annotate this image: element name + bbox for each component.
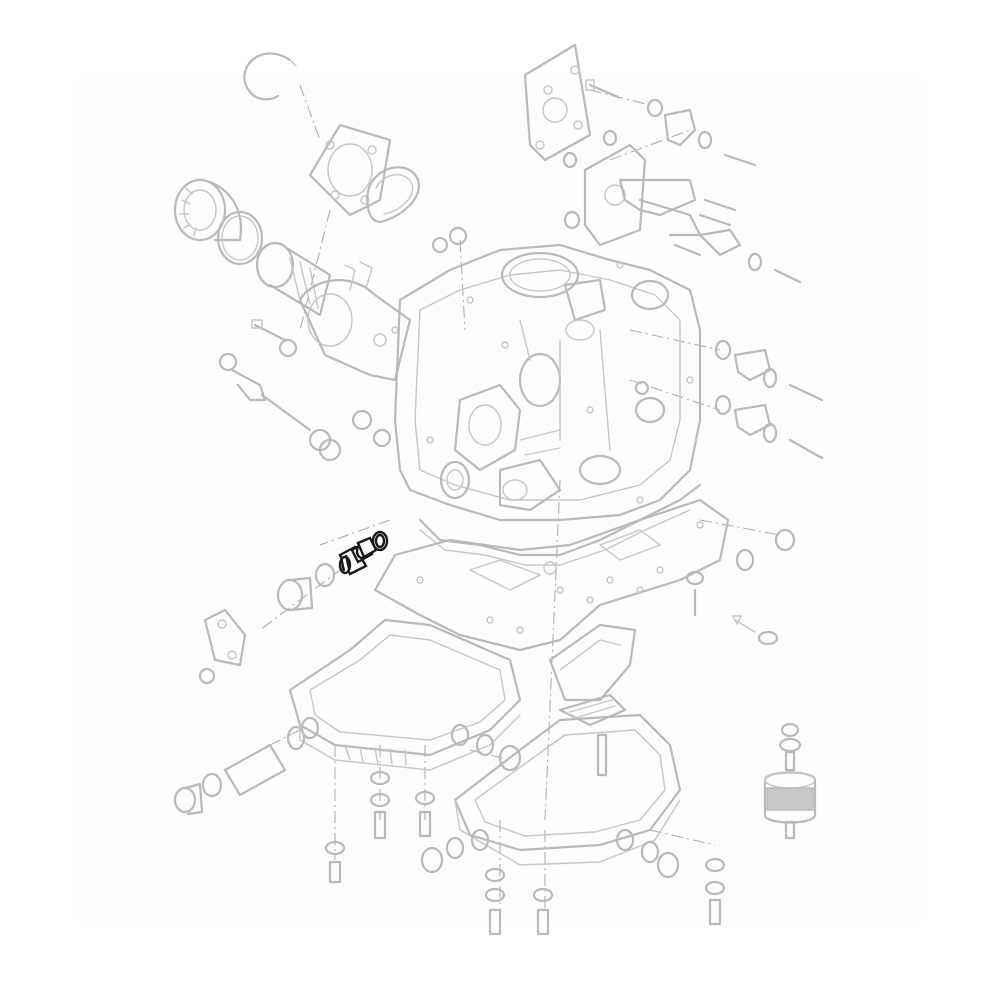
highlighted-fitting[interactable]: [338, 536, 378, 576]
filter-o-ring: [216, 210, 264, 266]
small-screw-top: [251, 319, 298, 358]
highlighted-o-ring[interactable]: [371, 530, 389, 552]
leader-lines: [259, 84, 781, 910]
small-bolts-right-top: [562, 98, 802, 284]
gasket-wavy: [418, 483, 702, 566]
plug-and-washer-left: [351, 409, 392, 448]
plug-top-center: [431, 226, 468, 254]
oil-pan-lower: [453, 713, 682, 866]
bolt-top-1: [585, 79, 620, 99]
oil-strainer: [548, 623, 637, 727]
oil-pan-upper: [288, 618, 522, 771]
drain-assembly-left: [173, 725, 306, 816]
gasket-bracket: [583, 143, 647, 247]
bracket-right-lower: [714, 394, 824, 460]
engine-mount: [763, 722, 817, 840]
retaining-ring: [243, 52, 297, 101]
plugs-right: [685, 528, 796, 646]
drain-plug-left: [276, 562, 336, 612]
filter-cap: [173, 178, 243, 242]
bracket-right-upper: [714, 339, 824, 402]
filter-housing: [298, 261, 412, 382]
pressure-sender: [218, 352, 342, 462]
side-cover: [198, 608, 247, 685]
d-seal-ring: [366, 166, 421, 224]
cover-plate: [523, 43, 592, 162]
transmission-case: [393, 243, 702, 522]
square-gasket: [308, 123, 392, 217]
arm-bracket-1: [618, 178, 702, 237]
fasteners-bottom: [324, 733, 726, 936]
separator-plate: [373, 498, 730, 652]
